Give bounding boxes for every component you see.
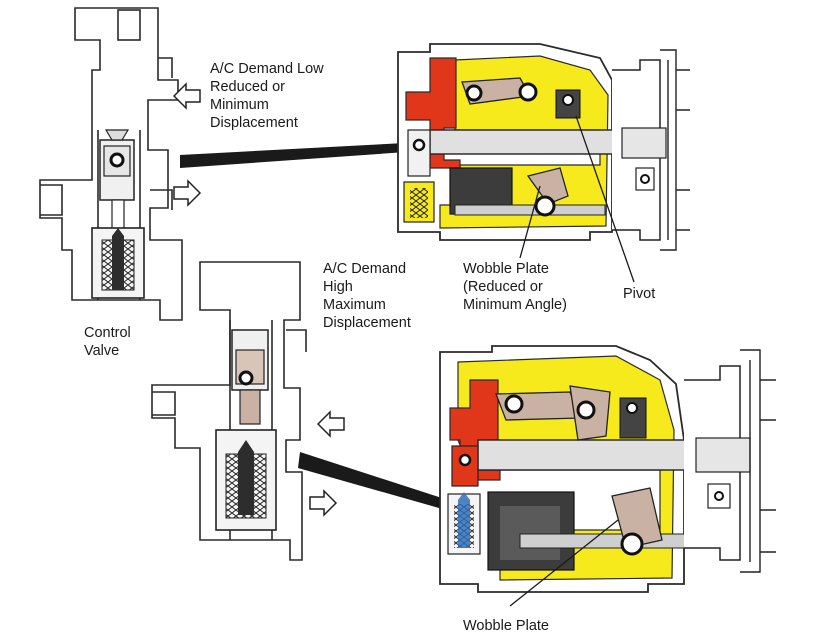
compressor-bottom <box>439 345 776 593</box>
label-wobble-plate: Wobble Plate <box>463 618 549 634</box>
leader-pivot <box>575 115 635 283</box>
label-demand-high: A/C Demand High Maximum Displacement <box>323 261 411 331</box>
control-valve-housing-top <box>39 7 183 321</box>
leader-lines <box>509 115 635 607</box>
arrow-right-icon <box>173 179 202 207</box>
control-valve-bottom <box>215 329 277 531</box>
pointer-wedge-icon <box>298 452 448 510</box>
label-wobble-reduced: Wobble Plate (Reduced or Minimum Angle) <box>463 261 567 313</box>
arrow-left-icon <box>172 82 201 110</box>
label-pivot: Pivot <box>623 286 655 302</box>
arrow-left-icon <box>316 410 345 438</box>
compressor-top <box>397 43 690 251</box>
label-control-valve: Control Valve <box>84 325 135 359</box>
leader-wobble-bottom <box>509 519 619 607</box>
leader-wobble-top <box>519 185 541 259</box>
control-valve-top <box>91 129 145 299</box>
arrow-right-icon <box>309 489 338 517</box>
pointer-wedge-icon <box>180 143 406 168</box>
label-demand-low: A/C Demand Low Reduced or Minimum Displa… <box>210 61 328 131</box>
